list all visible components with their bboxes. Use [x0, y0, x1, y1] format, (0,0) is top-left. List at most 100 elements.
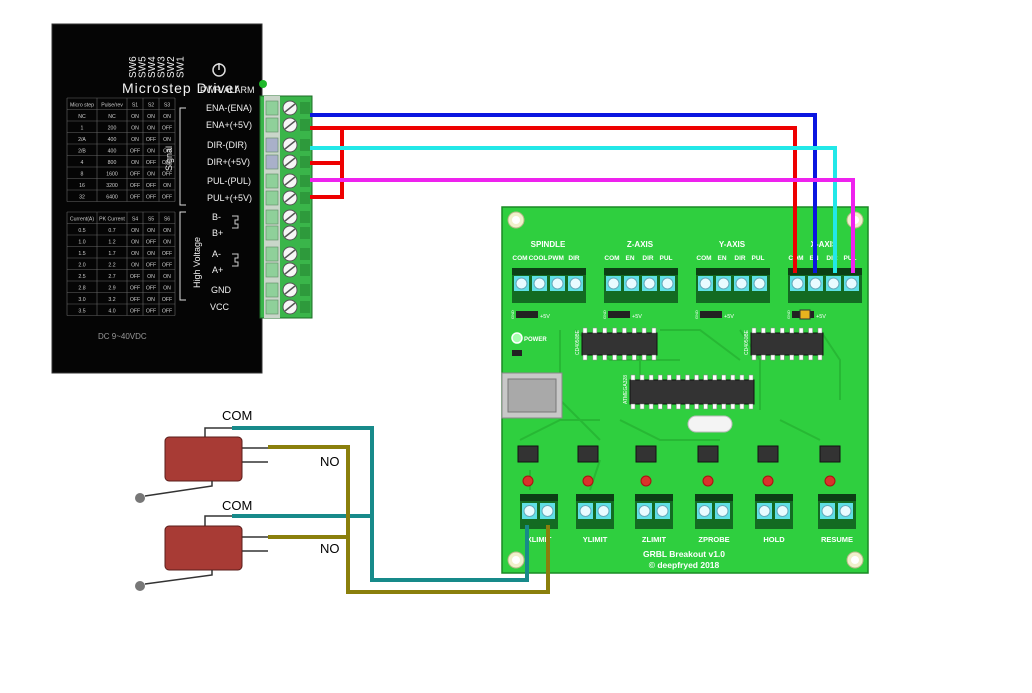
table-cell: 32 [79, 195, 85, 201]
terminal-wire-entry [300, 119, 310, 131]
terminal-screw-slot [284, 285, 296, 295]
terminal-screw-slot [284, 265, 296, 275]
table-cell: 400 [108, 137, 117, 143]
power-label: POWER [524, 337, 547, 343]
chip-left [581, 332, 658, 356]
input-terminal-top [755, 494, 793, 501]
terminal-contact [265, 190, 279, 206]
optocoupler [517, 445, 539, 463]
chip-pin [602, 327, 607, 334]
switch-1-roller [135, 493, 145, 503]
terminal-label: ENA-(ENA) [206, 103, 252, 113]
terminal-contact [265, 299, 279, 315]
table-cell: OFF [130, 149, 140, 155]
plus5v-label: +5V [816, 314, 826, 320]
input-terminal-screw-icon [716, 505, 729, 517]
table-cell: ON [131, 160, 139, 166]
table-cell: OFF [130, 195, 140, 201]
terminal-screw-slot [284, 176, 296, 186]
limit-switch-1: COM NO [135, 408, 340, 503]
pwr-alarm-label: PWR/ALARM [200, 85, 255, 95]
coil-b-icon [232, 215, 239, 229]
chip-pin [622, 354, 627, 361]
plus5v-label: +5V [724, 314, 734, 320]
screw-terminal-screw-icon [791, 277, 804, 290]
input-terminal-screw-icon [638, 505, 651, 517]
screw-terminal-screw-icon [515, 277, 528, 290]
input-terminal-top [576, 494, 614, 501]
chip-pin [657, 374, 663, 381]
table-cell: 0.7 [108, 228, 115, 234]
terminal-label: A+ [212, 265, 223, 275]
driver-body [52, 24, 262, 373]
screw-terminal-screw-icon [607, 277, 620, 290]
terminal-screw-slot [284, 103, 296, 113]
input-label: HOLD [763, 535, 785, 544]
chip-pin [703, 403, 708, 410]
table-cell: 3200 [106, 183, 118, 189]
table-cell: NC [108, 114, 116, 120]
terminal-wire-entry [300, 248, 310, 260]
input-terminal-screw-icon [839, 505, 852, 517]
chip-pin [592, 354, 598, 361]
table-cell: 800 [108, 160, 117, 166]
table-cell: ON [163, 228, 171, 234]
chip-pin [739, 403, 745, 410]
table-cell: 0.5 [78, 228, 85, 234]
table-cell: OFF [130, 309, 140, 315]
jumper-header [700, 311, 722, 318]
chip-main [629, 379, 755, 405]
table-cell: 2.8 [78, 286, 85, 292]
table-cell: 2.9 [108, 286, 115, 292]
terminal-label: B+ [212, 228, 223, 238]
table-cell: 4 [81, 160, 84, 166]
table-cell: ON [147, 228, 155, 234]
header-pin-label: PWM [548, 255, 564, 262]
table-cell: OFF [162, 263, 172, 269]
table-cell: 1.2 [108, 240, 115, 246]
chip-pin [770, 327, 776, 334]
table-cell: OFF [146, 286, 156, 292]
plus5v-label: +5V [632, 314, 642, 320]
terminal-wire-entry [300, 284, 310, 296]
wire-com-5v-dir [310, 128, 344, 165]
chip-pin [703, 374, 708, 381]
table-cell: ON [163, 274, 171, 280]
wire-com-5v-main [310, 126, 797, 273]
chip-pin [651, 327, 657, 334]
input-terminal-screw-icon [541, 505, 554, 517]
header-pin-label: PUL [752, 255, 765, 262]
input-led [522, 475, 534, 487]
board-title: GRBL Breakout v1.0 [643, 549, 725, 559]
switch-1-com-label: COM [222, 408, 252, 423]
dip-switch-label: SW3 [157, 56, 168, 78]
screw-terminal-screw-icon [809, 277, 822, 290]
table-cell: 1 [81, 126, 84, 132]
terminal-label: A- [212, 249, 221, 259]
driver-terminal-block [259, 95, 313, 319]
input-terminal-screw-icon [597, 505, 610, 517]
chip-pin [780, 327, 785, 334]
input-terminal-top [520, 494, 558, 501]
terminal-wire-entry [300, 102, 310, 114]
input-led [762, 475, 774, 487]
optocoupler [577, 445, 599, 463]
chip-pin [694, 403, 699, 410]
table-cell: ON [147, 297, 155, 303]
input-terminal-screw-icon [698, 505, 711, 517]
table-cell: OFF [162, 195, 172, 201]
table-cell: 2.5 [78, 274, 85, 280]
table-cell: 400 [108, 149, 117, 155]
header-pin-label: DIR [734, 255, 746, 262]
table-cell: 2.7 [108, 274, 115, 280]
chip-pin [630, 374, 636, 381]
input-terminal-screw-icon [656, 505, 669, 517]
wire-dir-dir [310, 146, 837, 273]
wire-no-switch-1 [268, 445, 550, 594]
table-header-cell: S4 [132, 217, 138, 223]
terminal-screw-slot [284, 120, 296, 130]
gnd-label: GND [602, 310, 607, 319]
